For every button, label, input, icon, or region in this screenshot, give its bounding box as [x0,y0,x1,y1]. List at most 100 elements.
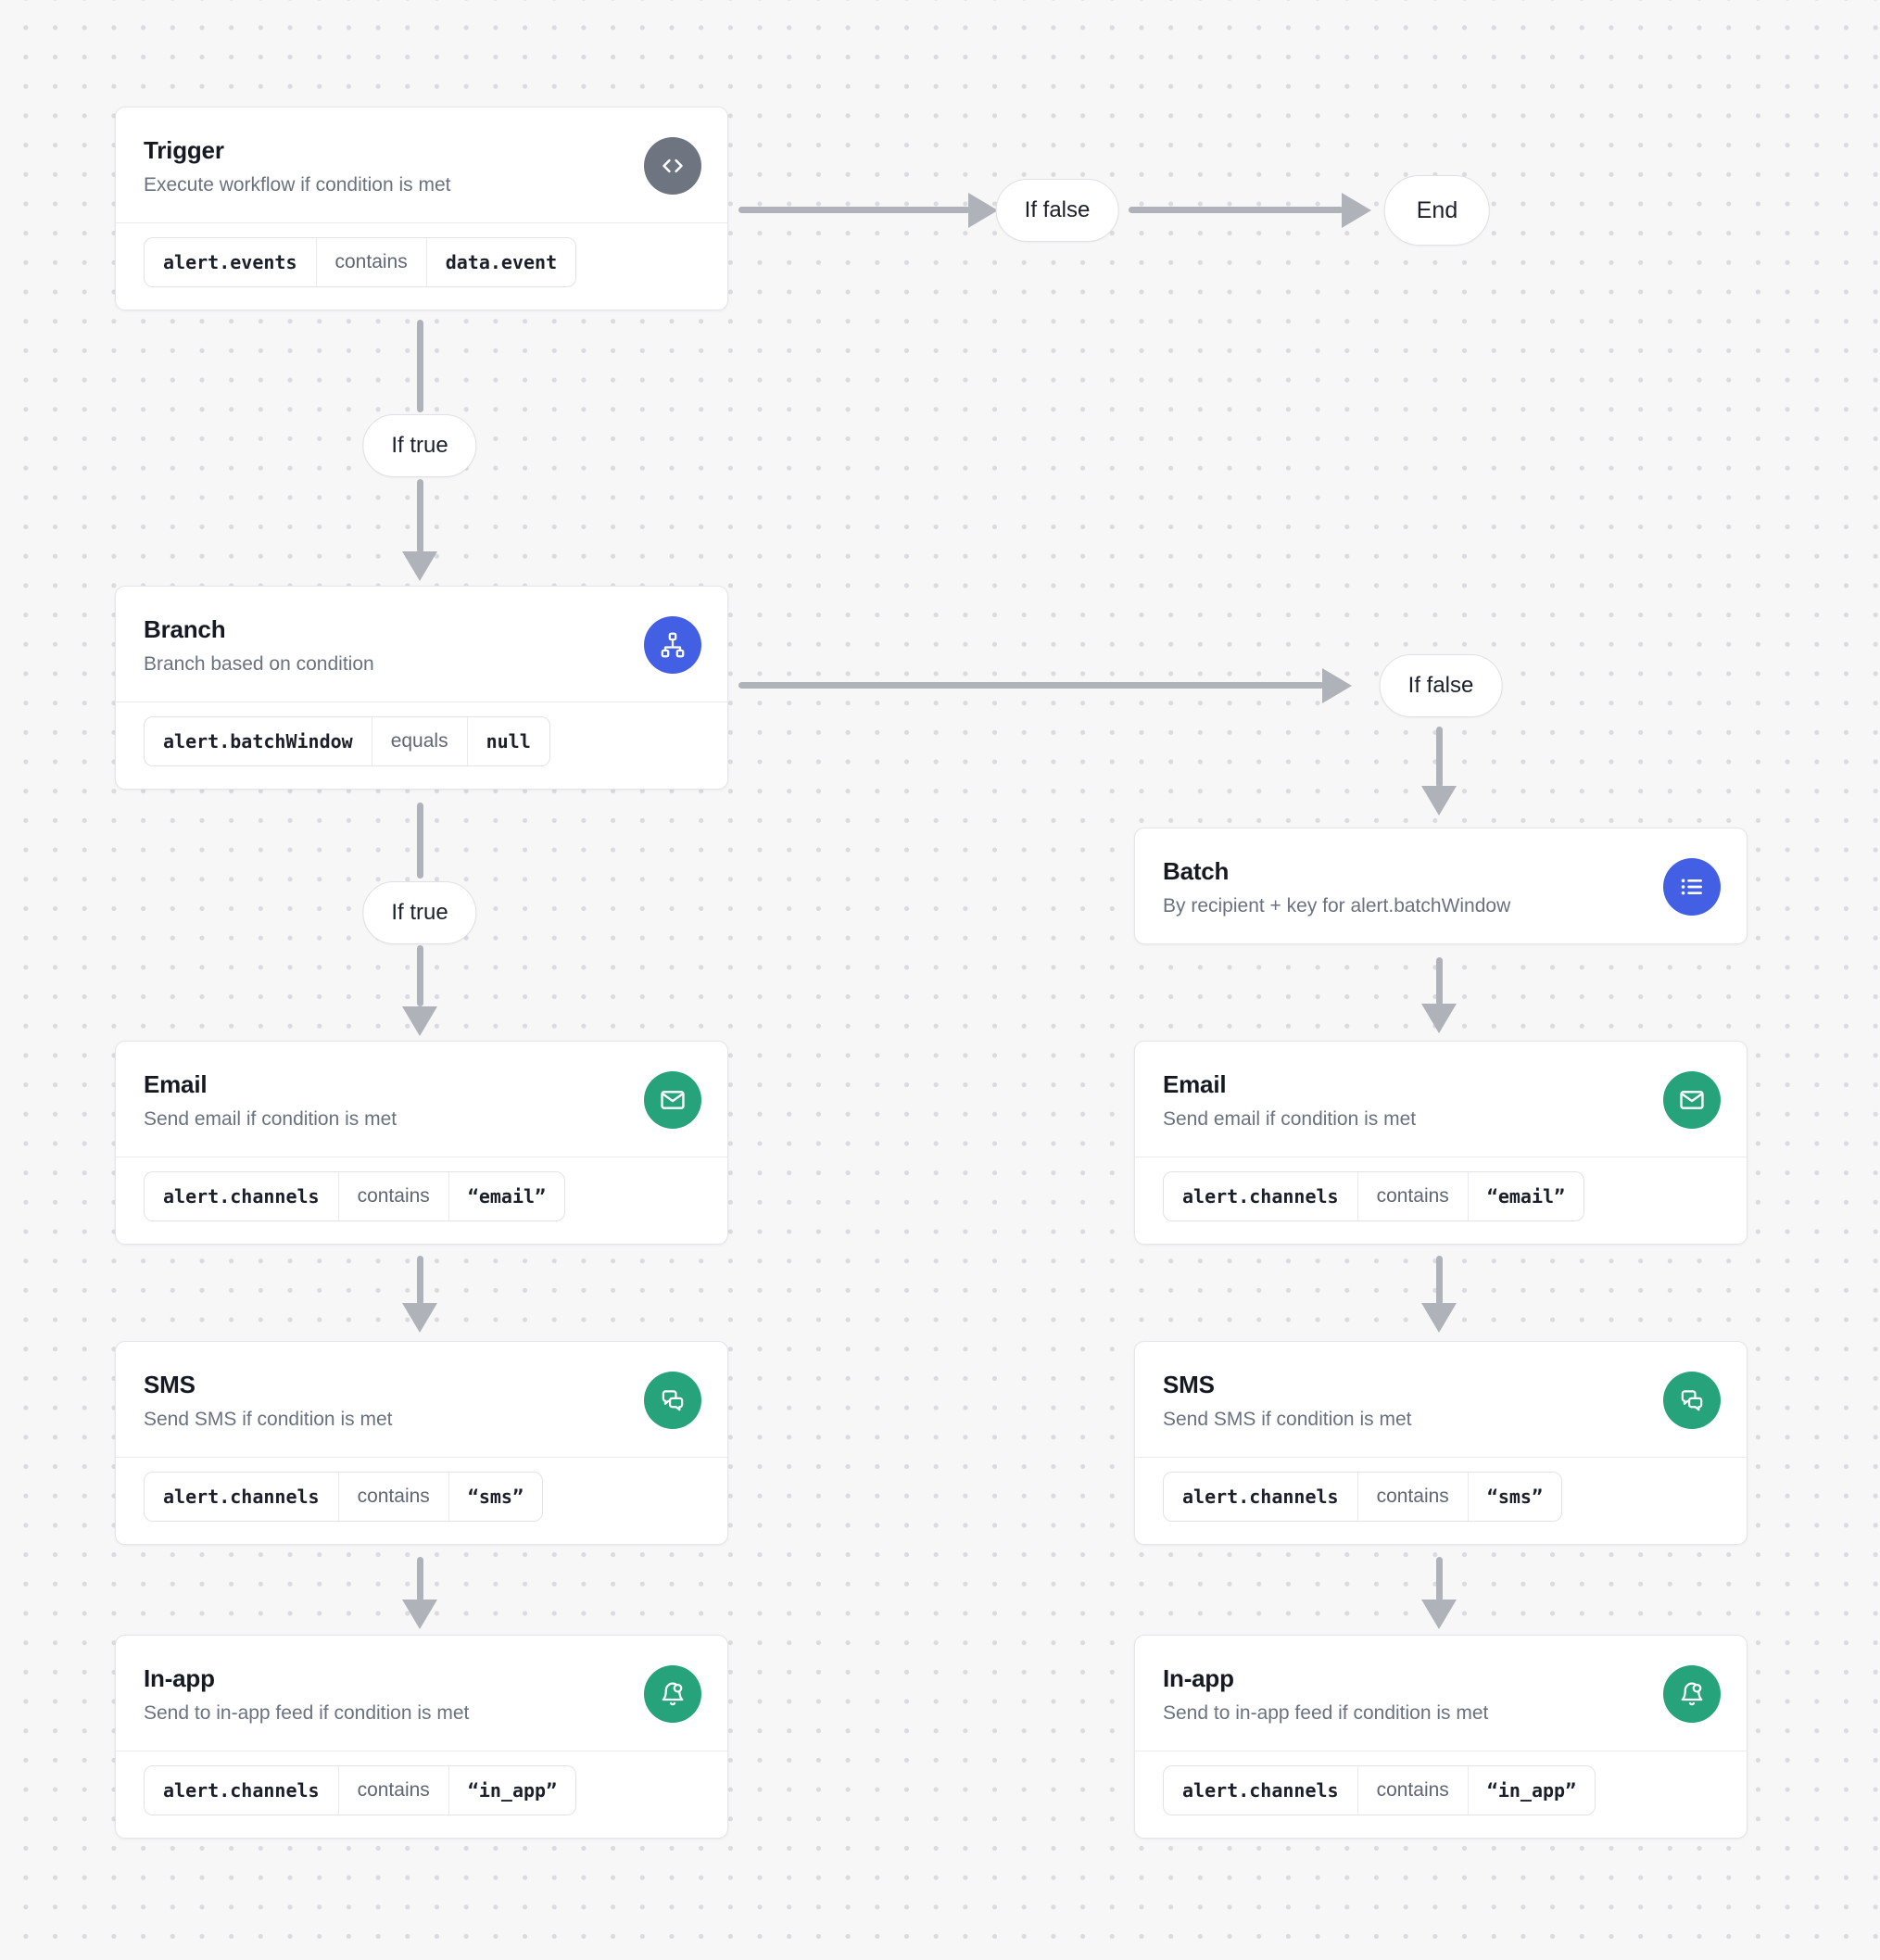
node-header: Trigger Execute workflow if condition is… [116,107,727,222]
node-header: SMS Send SMS if condition is met [116,1342,727,1457]
node-condition: alert.channels contains “sms” [1135,1457,1747,1544]
condition-chip-group: alert.channels contains “in_app” [1163,1765,1596,1815]
node-subtitle: Send SMS if condition is met [1163,1409,1412,1430]
condition-field-chip: alert.channels [1182,1779,1339,1802]
node-title: In-app [1163,1664,1234,1692]
end-label: End [1416,196,1458,223]
node-title: SMS [144,1371,196,1398]
condition-field-chip: alert.channels [163,1185,320,1208]
edge-sms-to-inapp-right-line [1436,1557,1443,1601]
node-title: SMS [1163,1371,1215,1398]
edge-label-text: If true [391,900,448,925]
node-condition: alert.channels contains “in_app” [116,1751,727,1838]
edge-trigger-to-iftrue-line [417,320,423,412]
edge-iffalse-to-batch-arrowhead [1421,786,1457,816]
condition-chip-group: alert.events contains data.event [144,237,577,287]
condition-operator-chip: equals [371,717,467,765]
condition-value-chip: “sms” [448,1473,542,1521]
node-subtitle: Send SMS if condition is met [144,1409,393,1430]
condition-operator-chip: contains [1356,1766,1468,1815]
edge-iftrue-to-branch-arrowhead [402,551,437,581]
edge-sms-to-inapp-left-line [417,1557,423,1601]
condition-field-chip: alert.channels [1182,1486,1339,1508]
edge-batch-to-email-right-arrowhead [1421,1004,1457,1033]
edge-email-to-sms-right-line [1436,1256,1443,1305]
edge-sms-to-inapp-left-arrowhead [402,1600,437,1629]
node-subtitle: Branch based on condition [144,653,374,675]
edge-iftrue-to-branch-line [417,479,423,553]
condition-chip-group: alert.channels contains “sms” [144,1472,544,1522]
node-title: Trigger [144,136,224,164]
edge-email-to-sms-left-line [417,1256,423,1305]
edge-trigger-to-iffalse-arrowhead [968,193,998,228]
node-batch[interactable]: Batch By recipient + key for alert.batch… [1134,828,1748,944]
node-in-app[interactable]: In-app Send to in-app feed if condition … [115,1635,728,1839]
condition-value-chip: “email” [448,1172,564,1220]
edge-label-text: If true [391,433,448,458]
edge-label-if-true: If true [362,414,477,477]
condition-field-chip: alert.channels [163,1486,320,1508]
condition-operator-chip: contains [337,1766,448,1815]
edge-iffalse-to-end-arrowhead [1342,193,1371,228]
edge-branch-to-iffalse-line [738,682,1324,689]
bell-dot-icon [644,1665,701,1723]
node-header: In-app Send to in-app feed if condition … [116,1636,727,1751]
node-sms[interactable]: SMS Send SMS if condition is met alert.c… [115,1341,728,1545]
edge-batch-to-email-right-line [1436,957,1443,1005]
condition-value-chip: null [466,717,549,765]
edge-iftrue-to-email-arrowhead [402,1006,437,1036]
edge-label-text: If false [1024,197,1091,222]
node-branch[interactable]: Branch Branch based on condition alert.b… [115,586,728,790]
node-subtitle: Send email if condition is met [1163,1108,1417,1130]
node-header: In-app Send to in-app feed if condition … [1135,1636,1747,1751]
node-condition: alert.batchWindow equals null [116,702,727,789]
node-condition: alert.channels contains “sms” [116,1457,727,1544]
node-header: Email Send email if condition is met [116,1042,727,1157]
node-condition: alert.events contains data.event [116,222,727,310]
edge-label-if-false: If false [995,179,1119,242]
node-trigger[interactable]: Trigger Execute workflow if condition is… [115,107,728,310]
edge-trigger-to-iffalse-line [738,207,970,213]
node-title: Branch [144,615,226,643]
edge-label-if-false: If false [1379,654,1503,717]
branch-icon [644,616,701,674]
condition-chip-group: alert.channels contains “sms” [1163,1472,1563,1522]
node-email[interactable]: Email Send email if condition is met ale… [115,1041,728,1245]
edge-email-to-sms-right-arrowhead [1421,1303,1457,1333]
edge-iffalse-to-end-line [1129,207,1344,213]
node-email[interactable]: Email Send email if condition is met ale… [1134,1041,1748,1245]
condition-field-chip: alert.events [163,251,297,273]
condition-operator-chip: contains [315,238,426,286]
condition-field-chip: alert.channels [1182,1185,1339,1208]
condition-chip-group: alert.channels contains “in_app” [144,1765,577,1815]
condition-operator-chip: contains [1356,1473,1468,1521]
node-condition: alert.channels contains “email” [1135,1157,1747,1244]
node-sms[interactable]: SMS Send SMS if condition is met alert.c… [1134,1341,1748,1545]
node-title: Email [1163,1070,1227,1098]
node-header: Branch Branch based on condition [116,587,727,702]
condition-chip-group: alert.channels contains “email” [1163,1171,1585,1221]
condition-operator-chip: contains [337,1172,448,1220]
condition-value-chip: data.event [425,238,575,286]
condition-operator-chip: contains [337,1473,448,1521]
email-icon [644,1071,701,1129]
condition-value-chip: “email” [1467,1172,1583,1220]
condition-value-chip: “in_app” [448,1766,575,1815]
condition-field-chip: alert.batchWindow [163,730,353,752]
edge-sms-to-inapp-right-arrowhead [1421,1600,1457,1629]
edge-branch-to-iffalse-arrowhead [1322,668,1352,703]
node-condition: alert.channels contains “email” [116,1157,727,1244]
edge-label-if-true: If true [362,881,477,944]
condition-operator-chip: contains [1356,1172,1468,1220]
node-title: In-app [144,1664,215,1692]
node-in-app[interactable]: In-app Send to in-app feed if condition … [1134,1635,1748,1839]
chat-icon [1663,1372,1721,1429]
node-title: Email [144,1070,208,1098]
node-header: Email Send email if condition is met [1135,1042,1747,1157]
node-subtitle: Execute workflow if condition is met [144,174,451,196]
edge-branch-to-iftrue-line [417,803,423,879]
node-subtitle: By recipient + key for alert.batchWindow [1163,895,1511,917]
node-header: Batch By recipient + key for alert.batch… [1135,828,1747,943]
email-icon [1663,1071,1721,1129]
